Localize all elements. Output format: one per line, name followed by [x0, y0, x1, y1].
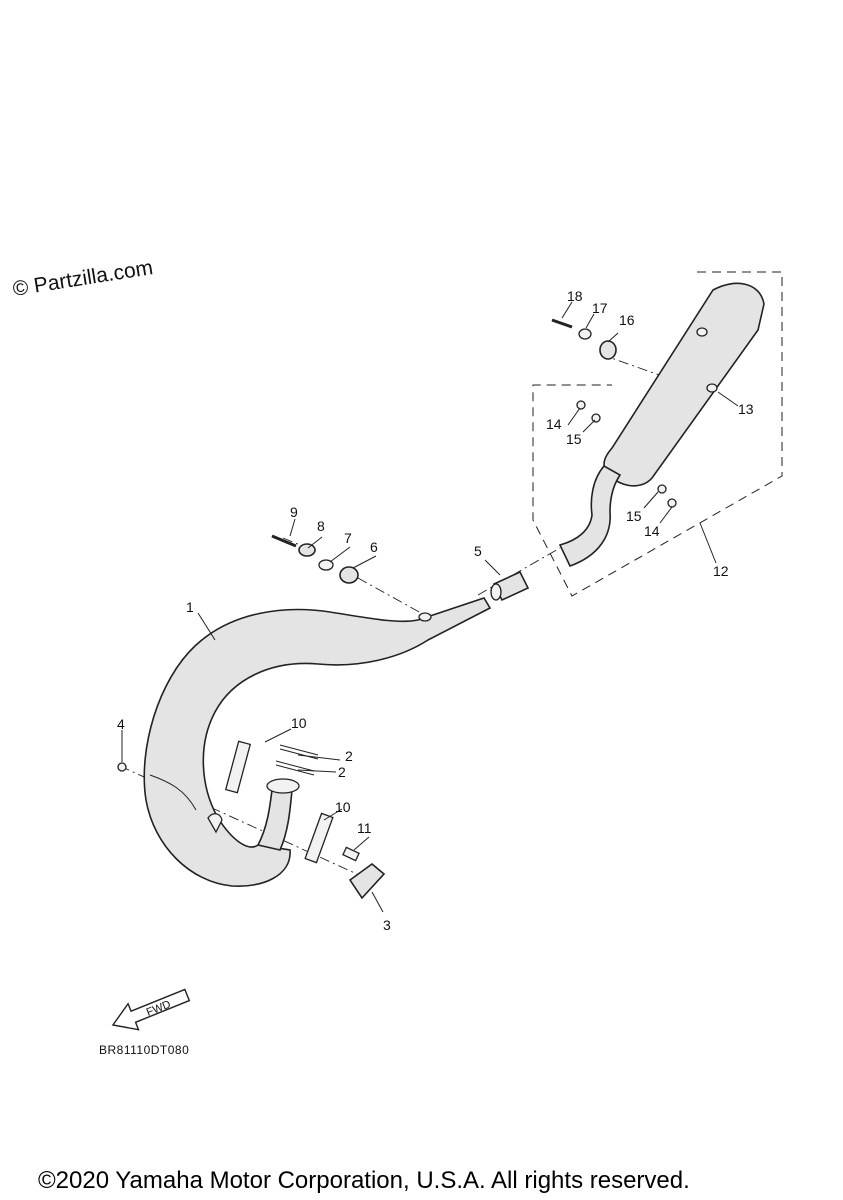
callout-2: 2: [338, 764, 346, 780]
callout-9: 9: [290, 504, 298, 520]
damper-part-6[interactable]: [339, 566, 359, 584]
callout-10: 10: [291, 715, 307, 731]
exhaust-header-pipe[interactable]: [207, 778, 300, 851]
expansion-chamber-part-1[interactable]: [143, 597, 492, 887]
callout-14: 14: [546, 416, 562, 432]
spring-part-10[interactable]: [224, 740, 334, 864]
callout-6: 6: [370, 539, 378, 555]
callout-16: 16: [619, 312, 635, 328]
axis-line: [599, 353, 663, 377]
callout-4: 4: [117, 716, 125, 732]
callout-11: 11: [357, 820, 372, 836]
rivet-part-13[interactable]: [706, 383, 718, 393]
callout-5: 5: [474, 543, 482, 559]
collar-part-15[interactable]: [591, 413, 667, 494]
axis-line: [357, 577, 431, 619]
callout-13: 13: [738, 401, 754, 417]
silencer-part-12[interactable]: [558, 282, 765, 567]
collar-part-7[interactable]: [318, 559, 334, 571]
callout-14: 14: [644, 523, 660, 539]
bolt-part-9[interactable]: [271, 534, 297, 548]
bolt-part-4[interactable]: [117, 762, 127, 772]
bolt-part-18[interactable]: [551, 318, 573, 329]
callout-2: 2: [345, 748, 353, 764]
callout-15: 15: [626, 508, 642, 524]
callout-18: 18: [567, 288, 583, 304]
fwd-label: FWD: [145, 998, 173, 1019]
collar-part-17[interactable]: [578, 328, 592, 340]
callout-8: 8: [317, 518, 325, 534]
callout-10: 10: [335, 799, 351, 815]
callout-15: 15: [566, 431, 582, 447]
bolt-part-14[interactable]: [576, 400, 677, 508]
fwd-arrow-icon: FWD: [111, 988, 191, 1031]
callout-1: 1: [186, 599, 194, 615]
watermark: © Partzilla.com: [11, 256, 154, 301]
diagram-code: BR81110DT080: [99, 1043, 189, 1057]
silencer-assembly-outline: [532, 271, 783, 597]
damper-part-16[interactable]: [599, 340, 617, 360]
callout-17: 17: [592, 300, 608, 316]
joint-part-5[interactable]: [490, 570, 530, 602]
copyright-text: ©2020 Yamaha Motor Corporation, U.S.A. A…: [38, 1167, 690, 1194]
callout-12: 12: [713, 563, 729, 579]
washer-part-8[interactable]: [298, 543, 316, 557]
o-ring-part-2[interactable]: [275, 744, 319, 776]
gasket-part-3[interactable]: [348, 862, 386, 900]
callout-3: 3: [383, 917, 391, 933]
bolt-part-11[interactable]: [342, 846, 360, 862]
callout-7: 7: [344, 530, 352, 546]
